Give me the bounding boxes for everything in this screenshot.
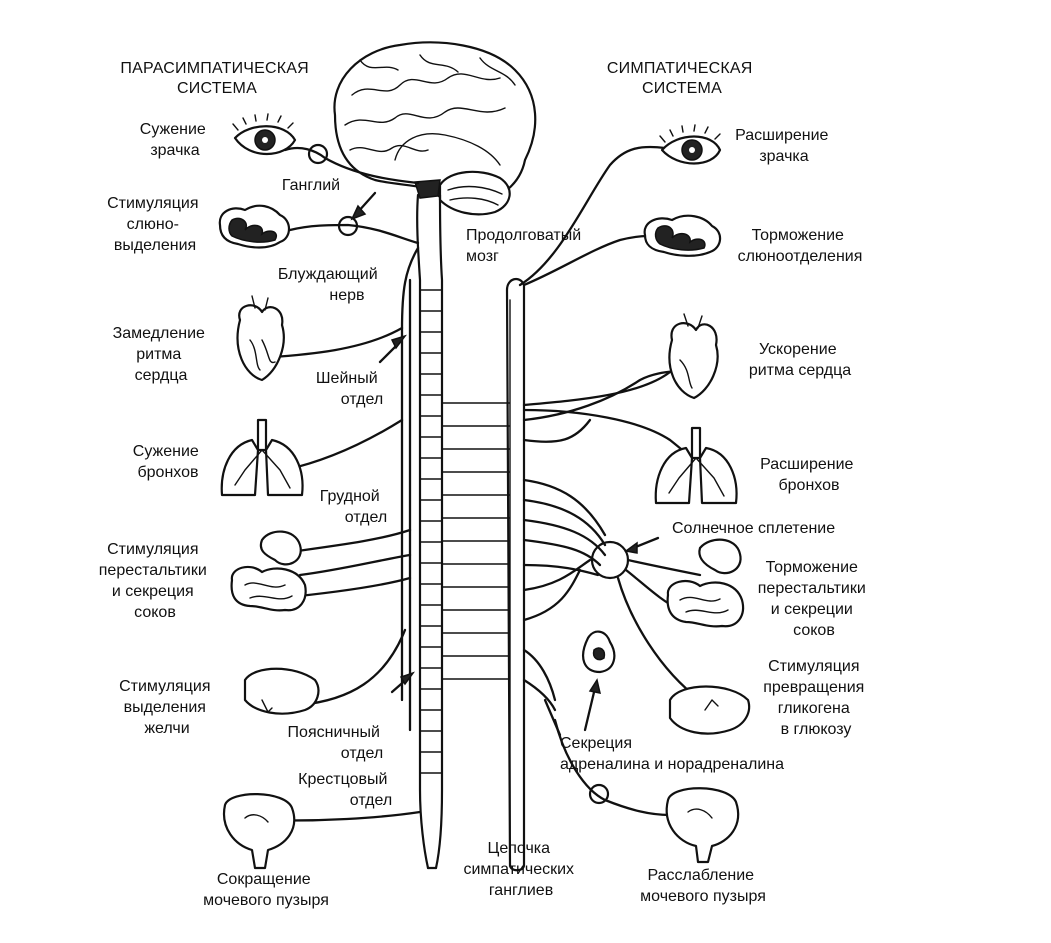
eye-left-icon	[232, 113, 297, 156]
heart-right-icon	[668, 313, 719, 400]
label-bile-stimulation: Стимуляция выделения желчи	[119, 678, 215, 737]
label-cervical: Шейный отдел	[316, 370, 383, 408]
label-salivation-stimulation: Стимуляция слюно- выделения	[107, 195, 203, 254]
label-sympathetic-chain: Цепочка симпатических ганглиев	[463, 840, 578, 899]
parasympathetic-header: ПАРАСИМПАТИЧЕСКАЯ СИСТЕМА	[120, 60, 313, 97]
label-heart-acceleration: Ускорение ритма сердца	[749, 341, 851, 379]
label-sacral: Крестцовый отдел	[298, 771, 392, 809]
label-vagus-nerve: Блуждающий нерв	[278, 266, 382, 304]
sympathetic-chain	[505, 277, 526, 872]
heart-left-icon	[236, 295, 285, 382]
label-solar-plexus: Солнечное сплетение	[672, 520, 835, 537]
lungs-left-icon	[220, 418, 304, 497]
label-bronchi-dilation: Расширение бронхов	[760, 456, 858, 494]
label-bladder-contraction: Сокращение мочевого пузыря	[203, 871, 329, 909]
label-bladder-relaxation: Расслабление мочевого пузыря	[640, 867, 766, 905]
salivary-gland-left-icon	[218, 204, 291, 249]
label-pupil-constriction: Сужение зрачка	[140, 121, 210, 159]
stomach-intestine-left-icon	[230, 530, 307, 612]
sympathetic-header: СИМПАТИЧЕСКАЯ СИСТЕМА	[607, 60, 757, 97]
label-thoracic: Грудной отдел	[320, 488, 387, 526]
adrenal-gland-icon	[582, 630, 616, 674]
salivary-gland-right-icon	[643, 214, 722, 257]
stomach-intestine-right-icon	[666, 538, 745, 628]
label-glycogen-conversion: Стимуляция превращения гликогена в глюко…	[763, 658, 869, 738]
label-peristalsis-inhibition: Торможение перестальтики и секреции соко…	[758, 559, 870, 639]
bladder-left-icon	[222, 793, 296, 870]
bladder-right-icon	[665, 787, 740, 864]
label-bronchi-constriction: Сужение бронхов	[133, 443, 203, 481]
cord-chain-connectors	[442, 402, 510, 680]
label-peristalsis-stimulation: Стимуляция перестальтики и секреция соко…	[99, 541, 211, 621]
label-pupil-dilation: Расширение зрачка	[735, 127, 833, 165]
label-medulla: Продолговатый мозг	[466, 227, 586, 265]
liver-right-icon	[668, 685, 751, 735]
sympathetic-nerves	[518, 145, 702, 817]
liver-left-icon	[243, 667, 320, 715]
label-ganglion: Ганглий	[282, 177, 340, 194]
label-lumbar: Поясничный отдел	[288, 724, 385, 762]
label-adrenaline-secretion: Секреция адреналина и норадреналина	[560, 735, 784, 773]
spinal-cord	[416, 193, 444, 870]
brain-illustration	[333, 41, 537, 216]
lungs-right-icon	[654, 426, 738, 505]
label-heart-slowing: Замедление ритма сердца	[113, 325, 210, 384]
eye-right-icon	[659, 124, 722, 165]
label-salivation-inhibition: Торможение слюноотделения	[738, 227, 863, 265]
